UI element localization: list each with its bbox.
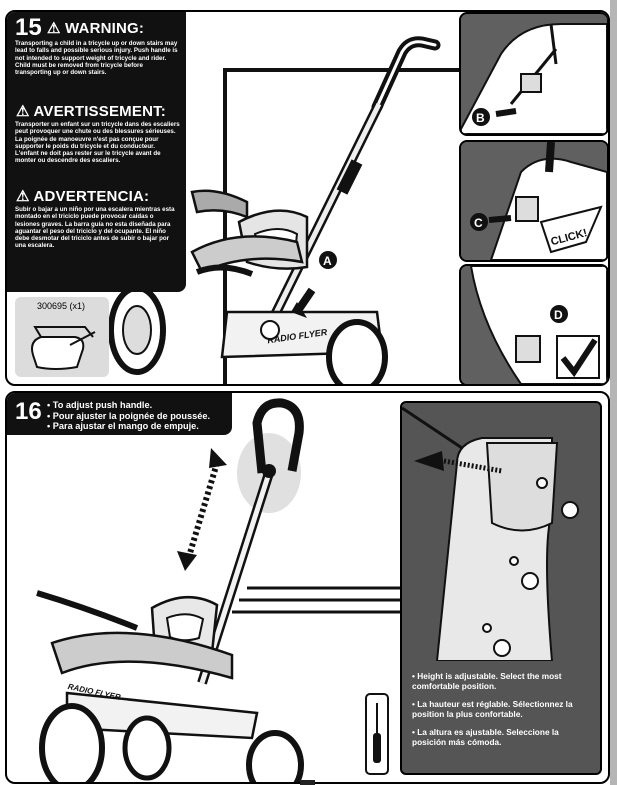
warning-body-fr: Transporter un enfant sur un tricycle da… (15, 121, 180, 165)
warning-title-es: ⚠ ADVERTENCIA: (16, 188, 150, 205)
clip-part-icon (31, 326, 96, 370)
inset-b: B (459, 12, 608, 136)
instruction-es: • Para ajustar el mango de empuje. (47, 421, 199, 431)
step-16-instructions: • To adjust push handle. • Pour ajuster … (47, 400, 210, 432)
callout-b: B (476, 111, 485, 125)
check-icon (560, 338, 598, 378)
note-es: • La altura es ajustable. Seleccione la … (412, 727, 559, 747)
part-number: 300695 (x1) (37, 301, 86, 311)
tricycle-illustration-15: RADIO FLYER A (108, 36, 459, 384)
note-fr: • La hauteur est réglable. Sélectionnez … (412, 699, 573, 719)
warning-body-en: Transporting a child in a tricycle up or… (15, 40, 178, 77)
inset-d: D (459, 264, 608, 384)
inset-d-illustration: D (461, 266, 607, 384)
warning-body-es: Subir o bajar a un niño por una escalera… (15, 206, 175, 250)
inset-c-illustration: C CLICK! (461, 142, 607, 260)
page-tab (300, 780, 315, 785)
instruction-en: • To adjust push handle. (47, 400, 153, 410)
callout-c: C (474, 216, 483, 230)
part-box: 300695 (x1) (15, 297, 109, 377)
warning-title-fr: ⚠ AVERTISSEMENT: (16, 103, 167, 120)
bolt-marker-1 (561, 501, 579, 519)
warning-title-en-text: WARNING: (65, 20, 145, 37)
inset-c: C CLICK! (459, 140, 608, 262)
step-16-header: 16 • To adjust push handle. • Pour ajust… (7, 393, 232, 435)
callout-a: A (323, 254, 332, 268)
bolt-marker-3 (493, 639, 511, 657)
bolt-marker-2 (521, 572, 539, 590)
page-right-border (610, 0, 617, 785)
screwdriver-icon (365, 693, 389, 775)
warning-title-en: ⚠ WARNING: (47, 20, 145, 37)
inset-b-illustration: B (461, 23, 607, 134)
step-15-panel: RADIO FLYER A 15 ⚠ WARNING: Transporting… (5, 10, 610, 386)
callout-d: D (554, 308, 563, 322)
instruction-fr: • Pour ajuster la poignée de poussée. (47, 410, 211, 421)
warning-title-es-text: ADVERTENCIA: (33, 188, 150, 205)
height-adjust-detail: • Height is adjustable. Select the most … (400, 401, 602, 775)
warning-title-fr-text: AVERTISSEMENT: (33, 103, 167, 120)
step-number-15: 15 (15, 14, 42, 41)
step-number-16: 16 (15, 398, 42, 425)
tricycle-illustration-16: RADIO FLYER (36, 398, 400, 782)
step-16-panel: RADIO FLYER 16 • To adjust push handle. … (5, 391, 610, 784)
adjustment-tube-illustration (402, 406, 579, 661)
note-en: • Height is adjustable. Select the most … (412, 671, 562, 691)
warning-panel: 15 ⚠ WARNING: Transporting a child in a … (7, 12, 186, 292)
